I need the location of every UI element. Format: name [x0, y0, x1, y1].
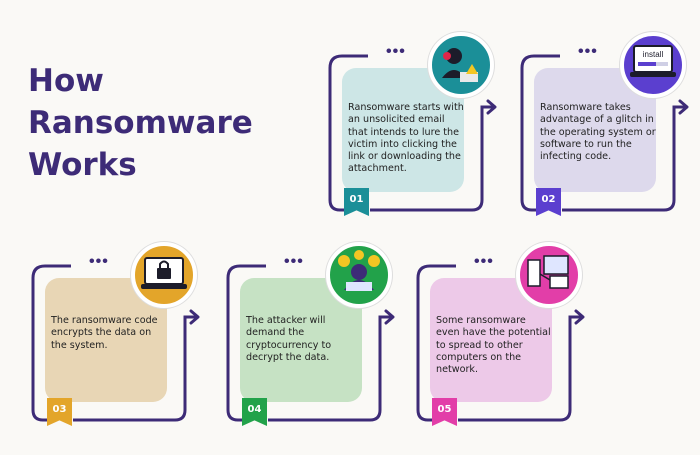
lock-laptop-icon — [131, 242, 197, 308]
step-04: ••• The attacker will demand the cryptoc… — [220, 242, 400, 430]
step-01-dots: ••• — [386, 43, 406, 60]
step-02-dots: ••• — [578, 43, 598, 60]
hacker-laptop-icon — [428, 32, 494, 98]
page-title: How Ransomware Works — [28, 60, 288, 186]
step-05-frame — [416, 264, 585, 422]
install-laptop-icon: install — [620, 32, 686, 98]
step-05-dots: ••• — [474, 253, 494, 270]
step-04-card: The attacker will demand the cryptocurre… — [240, 278, 362, 402]
step-03: ••• The ransomware code encrypts the dat… — [25, 242, 205, 430]
step-04-dots: ••• — [284, 253, 304, 270]
crypto-attacker-icon — [326, 242, 392, 308]
step-02-text: Ransomware takes advantage of a glitch i… — [540, 102, 656, 163]
step-02-card: Ransomware takes advantage of a glitch i… — [534, 68, 656, 192]
step-03-frame — [31, 264, 200, 422]
step-05: ••• Some ransomware even have the potent… — [410, 242, 590, 430]
step-04-text: The attacker will demand the cryptocurre… — [246, 315, 332, 363]
title-line-1: How — [28, 63, 104, 99]
title-line-2: Ransomware — [28, 105, 253, 141]
step-01-text: Ransomware starts with an unsolicited em… — [348, 102, 464, 175]
network-computers-icon — [516, 242, 582, 308]
step-03-text: The ransomware code encrypts the data on… — [51, 315, 158, 351]
step-01-frame — [328, 54, 497, 212]
install-label: install — [643, 50, 664, 59]
step-02-frame — [520, 54, 689, 212]
step-03-dots: ••• — [89, 253, 109, 270]
step-01: ••• Ransomware starts with an unsolicite… — [322, 32, 502, 220]
step-05-text: Some ransomware even have the potential … — [436, 315, 551, 376]
step-04-frame — [226, 264, 395, 422]
step-02: ••• Ransomware takes advantage of a glit… — [514, 32, 694, 220]
title-line-3: Works — [28, 147, 137, 183]
